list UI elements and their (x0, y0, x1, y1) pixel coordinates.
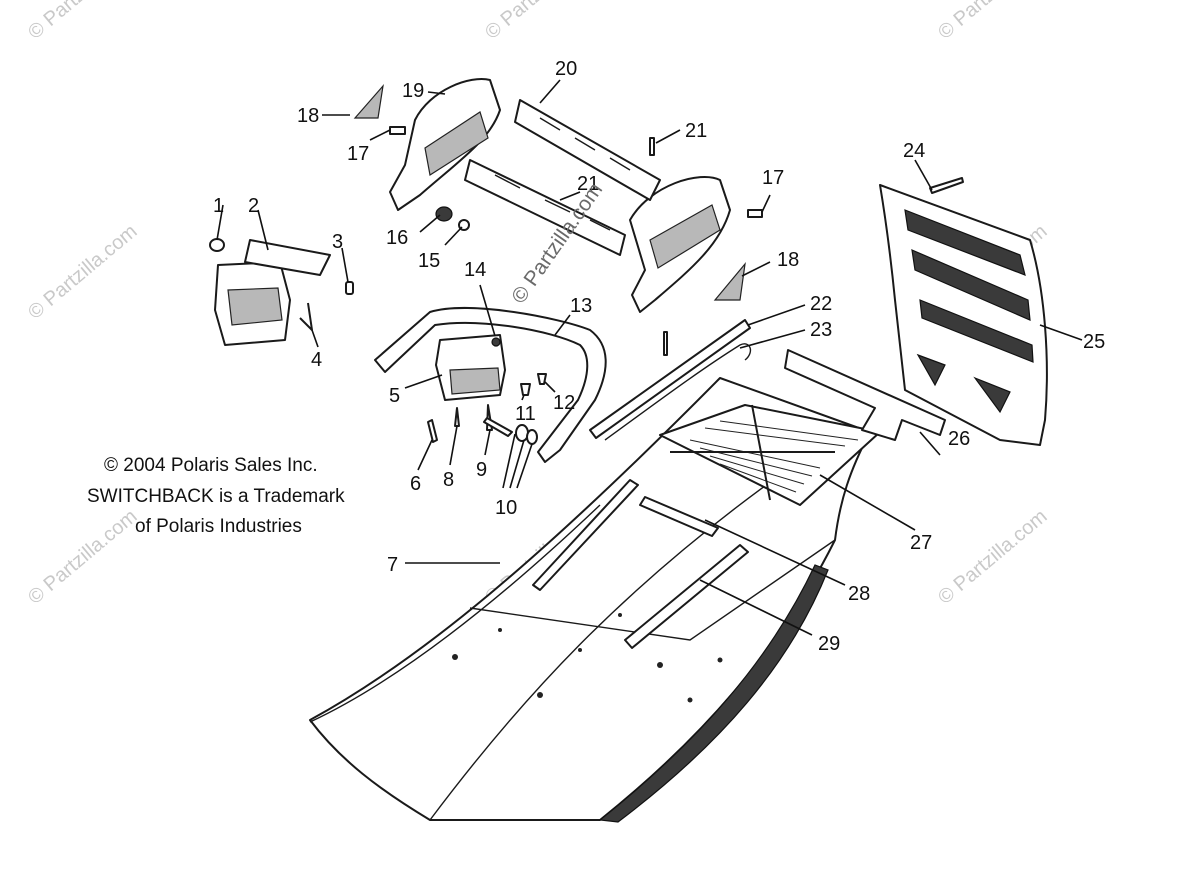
watermark-right-lower: © Partzilla.com (934, 505, 1051, 608)
callout-22: 22 (810, 293, 832, 315)
bolt-11 (520, 383, 531, 396)
grab-handles (389, 78, 731, 313)
bolt-24 (929, 177, 964, 194)
strip-29 (624, 544, 749, 649)
brackets (464, 99, 661, 256)
nut-16 (435, 206, 453, 222)
wire-23 (604, 343, 752, 441)
callout-14: 14 (464, 259, 486, 281)
copyright-line-3: of Polaris Industries (135, 516, 302, 537)
bolt-10 (483, 417, 513, 437)
taillight-reflector (227, 287, 283, 326)
callout-11: 11 (515, 403, 536, 425)
callout-29: 29 (818, 633, 840, 655)
watermark-left-upper: © Partzilla.com (24, 220, 141, 323)
callout-16: 16 (386, 227, 408, 249)
tunnel-fold-line (429, 474, 781, 821)
tunnel-crease (469, 539, 836, 641)
rails (589, 319, 752, 441)
flap-plate-26 (784, 349, 946, 441)
callout-12: 12 (553, 392, 575, 414)
taillight-bulb-1 (209, 238, 225, 252)
callout-24: 24 (903, 140, 925, 162)
copyright-line-2: SWITCHBACK is a Trademark (87, 486, 345, 507)
callout-18-right: 18 (777, 249, 799, 271)
decal-18-left (353, 84, 384, 119)
grommet-14 (491, 337, 501, 347)
callout-8: 8 (443, 469, 454, 491)
snow-flap-ribs (904, 209, 1034, 363)
taillight-5-lens (449, 367, 501, 395)
fastener-21-top (649, 137, 655, 156)
callout-17-left: 17 (347, 143, 369, 165)
callout-23: 23 (810, 319, 832, 341)
tunnel-rail-strip (598, 564, 829, 823)
callout-26: 26 (948, 428, 970, 450)
strip-28 (639, 496, 719, 537)
callout-6: 6 (410, 473, 421, 495)
screw-17-left (389, 126, 406, 135)
screw-17-right (747, 209, 763, 218)
callout-21-mid: 21 (577, 173, 599, 195)
tunnel-edge-left (309, 504, 601, 723)
rear-bumper-assembly (374, 307, 607, 463)
taillight-gasket-2 (244, 239, 331, 276)
rear-bumper-13 (374, 307, 607, 463)
cooler-brace (670, 404, 835, 501)
strip-left (532, 479, 639, 591)
callout-9: 9 (476, 459, 487, 481)
callout-10: 10 (495, 497, 517, 519)
callout-15: 15 (418, 250, 440, 272)
washer-10b (526, 429, 538, 445)
fasteners (389, 126, 763, 445)
leader-lines (216, 79, 1083, 636)
taillight-wire-4 (299, 302, 313, 331)
snow-flap-assembly (879, 177, 1048, 446)
callout-5: 5 (389, 385, 400, 407)
callout-3: 3 (332, 231, 343, 253)
tunnel-holes (452, 613, 723, 703)
callout-4: 4 (311, 349, 322, 371)
bracket-21-slots (494, 174, 611, 231)
tunnel-body (309, 377, 871, 821)
callout-19: 19 (402, 80, 424, 102)
callout-20: 20 (555, 58, 577, 80)
callout-25: 25 (1083, 331, 1105, 353)
callout-7: 7 (387, 554, 398, 576)
grab-handle-19-right-shade (649, 204, 721, 269)
watermark-top-mid: © Partzilla.com (481, 0, 598, 44)
bolt-6 (427, 419, 438, 443)
grab-handle-19-left-shade (424, 111, 489, 176)
taillight-assembly (209, 238, 354, 346)
callout-21-top: 21 (685, 120, 707, 142)
bracket-20-cutouts (539, 117, 631, 171)
callout-28: 28 (848, 583, 870, 605)
rail-22 (589, 319, 751, 439)
callout-27: 27 (910, 532, 932, 554)
watermark-left-lower: © Partzilla.com (24, 505, 141, 608)
callout-18-left: 18 (297, 105, 319, 127)
copyright-block: © 2004 Polaris Sales Inc. SWITCHBACK is … (87, 455, 345, 537)
tunnel-assembly (309, 377, 881, 823)
cooler-mesh-lines (689, 420, 859, 493)
bracket-21 (464, 159, 626, 256)
decals (353, 84, 746, 301)
snow-flap-lower-cutouts (916, 353, 1011, 414)
callout-2: 2 (248, 195, 259, 217)
callout-numbers: 1 2 3 4 5 6 7 8 9 10 11 12 13 14 15 16 1… (213, 58, 1105, 655)
callout-13: 13 (570, 295, 592, 317)
watermark-top-left: © Partzilla.com (24, 0, 141, 44)
decal-18-right (713, 262, 746, 301)
bolt-12 (537, 373, 547, 385)
copyright-line-1: © 2004 Polaris Sales Inc. (104, 455, 318, 476)
pin-8 (454, 407, 460, 427)
pin-22 (663, 331, 668, 356)
watermark-top-right: © Partzilla.com (934, 0, 1051, 44)
callout-1: 1 (213, 195, 224, 217)
taillight-screw-3 (345, 281, 354, 295)
callout-17-right: 17 (762, 167, 784, 189)
